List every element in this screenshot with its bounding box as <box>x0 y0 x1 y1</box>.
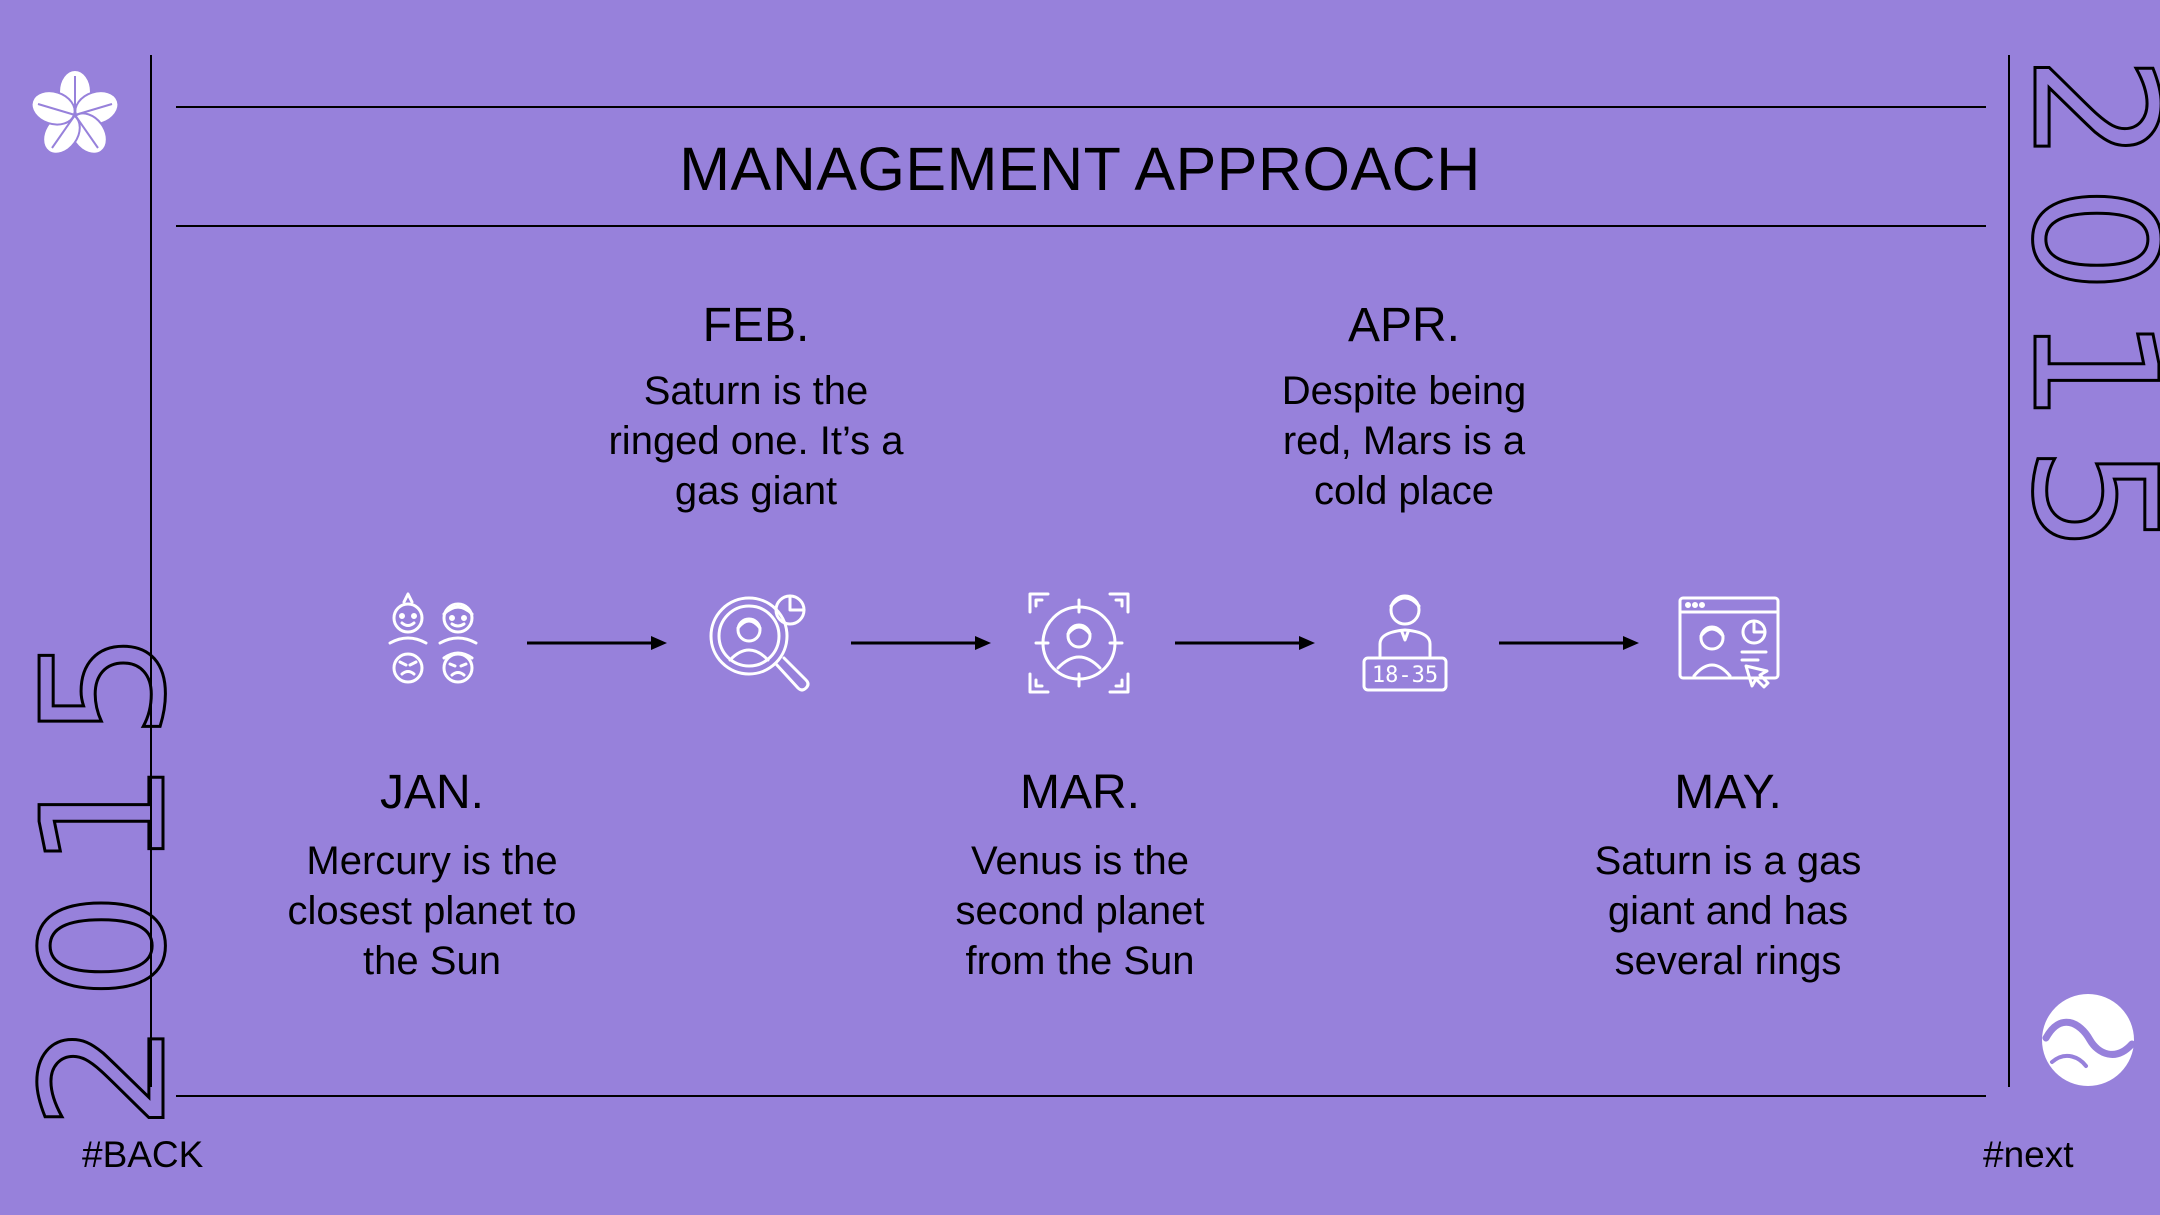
flower-logo-icon <box>30 69 120 155</box>
swirl-logo-icon <box>2042 994 2136 1086</box>
month-description-may: Saturn is a gas giant and has several ri… <box>1594 839 1862 983</box>
age-range-person-icon: 18-35 <box>1362 594 1448 692</box>
month-description-mar: Venus is the second planet from the Sun <box>955 839 1205 983</box>
month-label-feb: FEB. <box>702 299 810 352</box>
person-target-focus-icon <box>1028 592 1130 694</box>
month-label-may: MAY. <box>1674 766 1782 819</box>
back-link[interactable]: #BACK <box>82 1134 204 1175</box>
month-description-apr: Despite being red, Mars is a cold place <box>1281 369 1527 513</box>
title-bottom-rule <box>176 225 1986 227</box>
month-label-mar: MAR. <box>1020 766 1140 819</box>
month-description-jan: Mercury is the closest planet to the Sun <box>287 839 577 983</box>
page-title: MANAGEMENT APPROACH <box>679 135 1481 203</box>
month-label-apr: APR. <box>1347 299 1461 352</box>
left-vertical-rule <box>150 55 152 1087</box>
footer-rule <box>176 1095 1986 1097</box>
month-label-jan: JAN. <box>379 766 484 819</box>
family-faces-icon <box>388 592 478 684</box>
arrow-feb-mar <box>851 636 991 650</box>
arrow-mar-apr <box>1175 636 1315 650</box>
person-search-chart-icon <box>709 594 810 692</box>
arrow-jan-feb <box>527 636 667 650</box>
browser-profile-chart-icon <box>1678 596 1780 689</box>
arrow-apr-may <box>1499 636 1639 650</box>
year-right-vertical: 2015 <box>1993 54 2160 578</box>
month-description-feb: Saturn is the ringed one. It’s a gas gia… <box>608 369 904 513</box>
right-vertical-rule <box>2008 55 2010 1087</box>
title-top-rule <box>176 106 1986 108</box>
next-link[interactable]: #next <box>1983 1134 2074 1175</box>
age-range-text: 18-35 <box>1372 663 1438 688</box>
year-left-vertical: 2015 <box>5 608 206 1132</box>
